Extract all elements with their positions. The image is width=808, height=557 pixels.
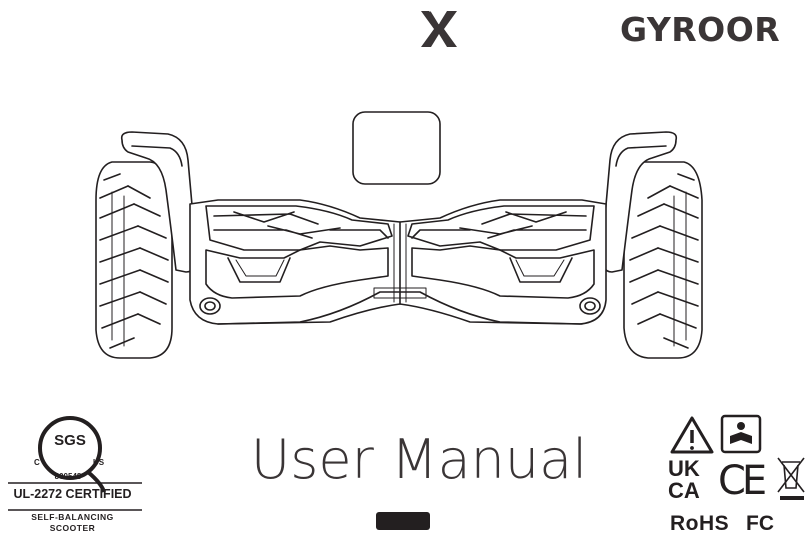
category-line-1: SELF-BALANCING (31, 512, 114, 522)
brand-x-logo (421, 10, 457, 47)
ukca-line-1: UK (668, 456, 700, 481)
cert-us-label: US (93, 458, 105, 467)
hoverboard-body (189, 199, 607, 325)
cert-c-label: C (34, 458, 40, 467)
display-panel (352, 111, 441, 185)
fcc-mark: FC (746, 512, 774, 535)
ukca-line-2: CA (668, 478, 700, 503)
cert-number: 800548 (54, 472, 82, 481)
category-line-2: SCOOTER (49, 523, 96, 533)
ce-mark: CE (718, 458, 767, 504)
weee-bin-icon (777, 457, 805, 500)
gyroor-logo: GYROOR (620, 10, 780, 46)
right-wheel (623, 161, 703, 359)
compliance-marks (670, 414, 805, 500)
page-title: User Manual (0, 428, 808, 491)
sgs-ul-certification-badge (8, 416, 142, 511)
title-text: User Manual (250, 428, 588, 491)
hoverboard-illustration (95, 111, 703, 359)
left-wheel (95, 161, 173, 359)
ukca-mark: UK CA (668, 458, 708, 502)
sgs-label: SGS (54, 432, 86, 449)
warning-triangle-icon (670, 416, 714, 454)
logo-text: GYROOR (620, 10, 780, 46)
rohs-mark: RoHS (670, 512, 730, 535)
ul-certified-label: UL-2272 CERTIFIED (13, 487, 132, 501)
product-category: SELF-BALANCING SCOOTER (10, 512, 135, 534)
model-label-bar (376, 512, 430, 530)
read-manual-icon (720, 414, 762, 454)
